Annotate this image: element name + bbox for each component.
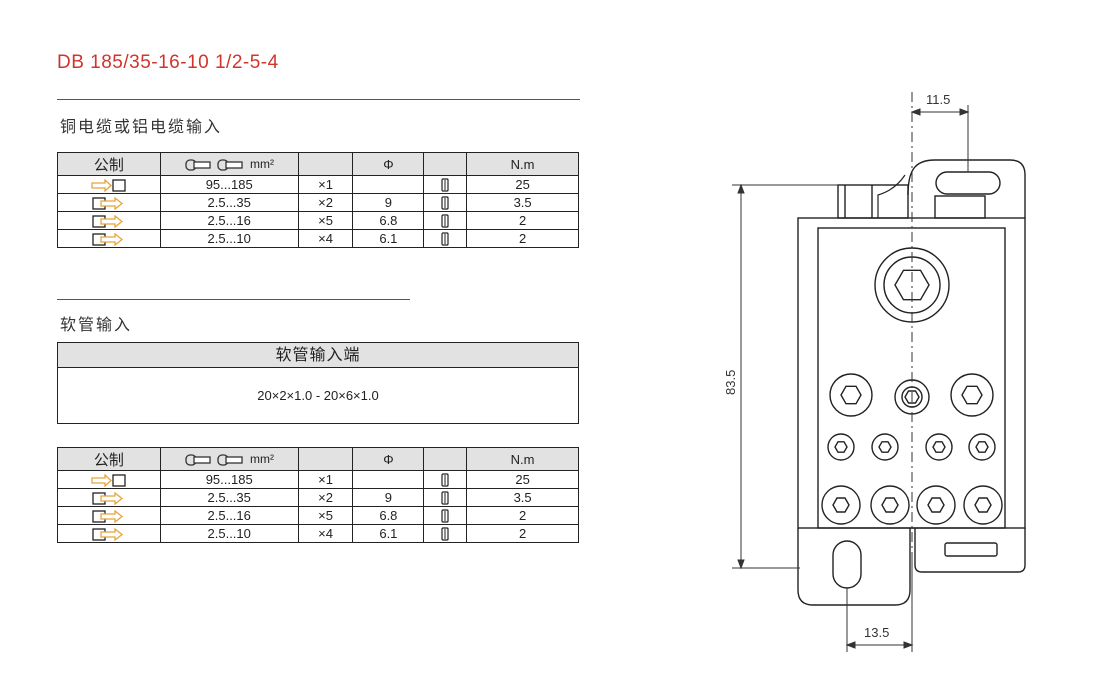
header-tool <box>423 152 468 176</box>
header-metric: 公制 <box>57 447 161 471</box>
product-title: DB 185/35-16-10 1/2-5-4 <box>57 52 279 73</box>
dim-bottom-label: 13.5 <box>864 625 889 640</box>
header-torque: N.m <box>466 152 579 176</box>
table-row: 95...185×1 25 <box>57 175 579 194</box>
unit-label: mm² <box>250 157 275 172</box>
cable-spec-table: 公制 mm² Φ N.m 95...185×1 25 <box>57 152 579 248</box>
cable-spec-table-2: 公制 mm² Φ N.m 95...185×1 25 <box>57 447 579 543</box>
table-row: 95...185×1 25 <box>57 470 579 489</box>
hex-key-icon <box>441 527 449 541</box>
hex-key-icon <box>441 196 449 210</box>
arrow-out-of-box-icon <box>92 233 123 247</box>
hex-key-icon <box>441 178 449 192</box>
header-cross-section: mm² <box>159 447 299 471</box>
header-tool <box>423 447 468 471</box>
header-metric: 公制 <box>57 152 161 176</box>
header-qty <box>297 152 354 176</box>
arrow-out-of-box-icon <box>92 197 123 211</box>
arrow-out-of-box-icon <box>92 215 123 229</box>
header-qty <box>297 447 354 471</box>
dim-height-label: 83.5 <box>723 370 738 395</box>
section-hose-input-label: 软管输入 <box>60 315 133 334</box>
hex-key-icon <box>441 491 449 505</box>
table-header-row: 公制 mm² Φ N.m <box>57 447 579 471</box>
arrow-out-of-box-icon <box>92 528 123 542</box>
section-cable-input-label: 铜电缆或铝电缆输入 <box>60 117 223 136</box>
hex-key-icon <box>441 214 449 228</box>
arrow-into-box-icon <box>91 179 126 193</box>
divider-top <box>57 99 580 100</box>
arrow-into-box-icon <box>91 474 126 488</box>
table-header-row: 公制 mm² Φ N.m <box>57 152 579 176</box>
arrow-out-of-box-icon <box>92 492 123 506</box>
hose-input-value: 20×2×1.0 - 20×6×1.0 <box>257 388 379 403</box>
ferrule-pair-icon <box>185 159 244 171</box>
header-phi: Φ <box>352 447 425 471</box>
hose-input-header: 软管输入端 <box>58 343 578 368</box>
arrow-out-of-box-icon <box>92 510 123 524</box>
unit-label: mm² <box>250 452 275 467</box>
header-torque: N.m <box>466 447 579 471</box>
hose-input-box: 软管输入端 20×2×1.0 - 20×6×1.0 <box>57 342 579 424</box>
hex-key-icon <box>441 509 449 523</box>
terminal-block-drawing: 11.5 83.5 13.5 <box>723 92 1026 652</box>
header-phi: Φ <box>352 152 425 176</box>
hex-key-icon <box>441 232 449 246</box>
divider-middle <box>57 299 410 300</box>
header-cross-section: mm² <box>159 152 299 176</box>
ferrule-pair-icon <box>185 454 244 466</box>
hex-key-icon <box>441 473 449 487</box>
dim-top-label: 11.5 <box>926 92 950 107</box>
